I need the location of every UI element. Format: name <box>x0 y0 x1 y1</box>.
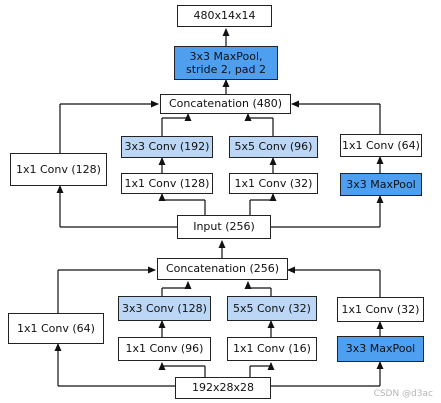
top-branch4-conv-box: 1x1 Conv (64) <box>340 134 422 157</box>
output-shape-label: 480x14x14 <box>193 9 256 23</box>
bottom-input-label: 192x28x28 <box>191 381 254 395</box>
bottom-branch3-conv1-label: 1x1 Conv (16) <box>233 342 311 356</box>
output-shape-box: 480x14x14 <box>177 5 272 27</box>
top-maxpool-label: 3x3 MaxPool, stride 2, pad 2 <box>185 49 267 76</box>
bottom-branch4-conv-box: 1x1 Conv (32) <box>337 297 424 322</box>
bottom-branch2-conv3-box: 3x3 Conv (128) <box>118 296 211 321</box>
bottom-branch1-conv-label: 1x1 Conv (64) <box>17 321 95 335</box>
bottom-branch2-conv1-label: 1x1 Conv (96) <box>125 342 204 356</box>
top-input-label: Input (256) <box>193 220 255 234</box>
top-branch4-conv-label: 1x1 Conv (64) <box>342 138 420 152</box>
bottom-branch1-conv-box: 1x1 Conv (64) <box>8 313 104 344</box>
top-branch2-conv1-box: 1x1 Conv (128) <box>121 173 213 194</box>
bottom-branch2-conv1-box: 1x1 Conv (96) <box>118 337 211 361</box>
top-branch1-conv-box: 1x1 Conv (128) <box>10 153 107 186</box>
top-branch1-conv-label: 1x1 Conv (128) <box>16 162 101 176</box>
bottom-branch3-conv5-box: 5x5 Conv (32) <box>227 296 317 321</box>
top-branch4-maxpool-label: 3x3 MaxPool <box>346 177 416 191</box>
bottom-input-box: 192x28x28 <box>175 377 271 399</box>
top-branch3-conv1-box: 1x1 Conv (32) <box>229 173 318 194</box>
top-branch3-conv1-label: 1x1 Conv (32) <box>234 176 313 190</box>
top-branch2-conv3-box: 3x3 Conv (192) <box>121 136 213 158</box>
bottom-branch4-maxpool-box: 3x3 MaxPool <box>337 336 424 362</box>
bottom-branch3-conv1-box: 1x1 Conv (16) <box>227 337 317 361</box>
top-branch3-conv5-label: 5x5 Conv (96) <box>234 140 313 154</box>
bottom-branch4-maxpool-label: 3x3 MaxPool <box>345 342 416 356</box>
top-branch3-conv5-box: 5x5 Conv (96) <box>229 136 318 158</box>
top-input-box: Input (256) <box>177 215 271 239</box>
top-branch2-conv3-label: 3x3 Conv (192) <box>124 140 210 154</box>
watermark-text: CSDN @d3ac <box>373 389 433 399</box>
bottom-branch2-conv3-label: 3x3 Conv (128) <box>122 301 207 315</box>
bottom-concatenation-label: Concatenation (256) <box>165 262 280 276</box>
top-branch2-conv1-label: 1x1 Conv (128) <box>124 176 210 190</box>
top-concatenation-label: Concatenation (480) <box>168 97 283 111</box>
top-branch4-maxpool-box: 3x3 MaxPool <box>340 173 422 196</box>
bottom-concatenation-box: Concatenation (256) <box>157 258 288 280</box>
top-maxpool-box: 3x3 MaxPool, stride 2, pad 2 <box>174 46 278 80</box>
top-concatenation-box: Concatenation (480) <box>160 94 291 114</box>
bottom-branch4-conv-label: 1x1 Conv (32) <box>341 302 420 316</box>
bottom-branch3-conv5-label: 5x5 Conv (32) <box>233 301 311 315</box>
